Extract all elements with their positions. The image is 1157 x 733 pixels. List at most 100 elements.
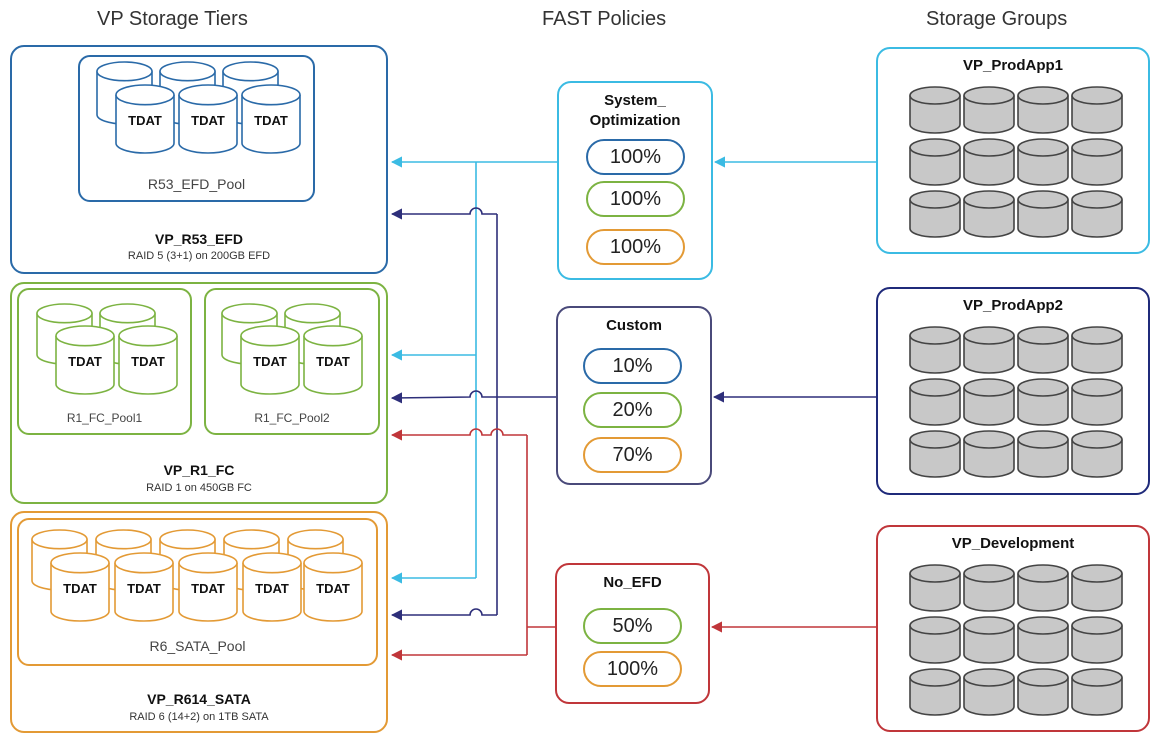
disk-label: TDAT (316, 354, 350, 369)
policy-title-line1: System_ (604, 92, 666, 109)
tdat-disk: TDAT (115, 84, 175, 154)
volume-disk (1017, 326, 1069, 374)
policy-pct-efd: 10% (583, 348, 682, 384)
volume-disk (1071, 378, 1123, 426)
tdat-disk: TDAT (303, 325, 363, 395)
volume-disk (909, 378, 961, 426)
volume-disk (1017, 378, 1069, 426)
policy-pct-fc: 50% (583, 608, 682, 644)
tdat-disk: TDAT (240, 325, 300, 395)
tdat-disk: TDAT (241, 84, 301, 154)
volume-disk (909, 564, 961, 612)
tdat-disk: TDAT (50, 552, 110, 622)
disk-label: TDAT (68, 354, 102, 369)
pool-fc-1-label: R1_FC_Pool1 (66, 411, 143, 425)
tiers-header: VP Storage Tiers (97, 8, 248, 30)
policy-custom: Custom 10% 20% 70% (556, 306, 712, 485)
volume-disk (963, 430, 1015, 478)
policy-pct-sata: 100% (586, 229, 685, 265)
tier-fc-desc: RAID 1 on 450GB FC (146, 482, 252, 494)
policy-no-efd: No_EFD 50% 100% (555, 563, 710, 704)
volume-disk (909, 138, 961, 186)
volume-disk (963, 190, 1015, 238)
tdat-disk: TDAT (55, 325, 115, 395)
volume-disk (1017, 138, 1069, 186)
tier-efd-name: VP_R53_EFD (155, 231, 243, 247)
volume-disk (1071, 564, 1123, 612)
volume-disk (1017, 190, 1069, 238)
volume-disk (963, 616, 1015, 664)
volume-disk (1071, 190, 1123, 238)
disk-label: TDAT (254, 113, 288, 128)
tdat-disk: TDAT (178, 552, 238, 622)
no-efd-links (390, 428, 876, 661)
policy-title-line1: Custom (606, 317, 662, 334)
groups-header: Storage Groups (926, 8, 1068, 30)
tdat-disk: TDAT (114, 552, 174, 622)
storage-group-title: VP_ProdApp2 (962, 297, 1064, 314)
tdat-disk: TDAT (178, 84, 238, 154)
policy-pct-sata: 70% (583, 437, 682, 473)
volume-disk (909, 616, 961, 664)
tdat-disk: TDAT (303, 552, 363, 622)
disk-label: TDAT (253, 354, 287, 369)
policy-pct-fc: 20% (583, 392, 682, 428)
policy-title-line2: Optimization (589, 112, 681, 129)
volume-disk (1017, 668, 1069, 716)
disk-label: TDAT (316, 581, 350, 596)
disk-label: TDAT (128, 113, 162, 128)
tdat-disk: TDAT (118, 325, 178, 395)
volume-disk (1071, 616, 1123, 664)
pool-fc-2-label: R1_FC_Pool2 (254, 411, 330, 425)
pool-fc-2 (204, 288, 380, 435)
volume-disk (909, 326, 961, 374)
policy-pct-sata: 100% (583, 651, 682, 687)
disk-label: TDAT (131, 354, 165, 369)
disk-label: TDAT (63, 581, 97, 596)
tier-efd-desc: RAID 5 (3+1) on 200GB EFD (127, 250, 271, 262)
volume-disk (1071, 138, 1123, 186)
custom-links (390, 207, 876, 621)
volume-disk (1017, 86, 1069, 134)
volume-disk (963, 668, 1015, 716)
volume-disk (909, 190, 961, 238)
tier-sata-desc: RAID 6 (14+2) on 1TB SATA (129, 711, 269, 723)
volume-disk (963, 326, 1015, 374)
disk-label: TDAT (255, 581, 289, 596)
policy-title-line1: No_EFD (603, 574, 662, 591)
pool-sata (17, 518, 378, 666)
tier-sata-name: VP_R614_SATA (147, 691, 251, 707)
volume-disk (963, 86, 1015, 134)
storage-group-title: VP_Development (951, 535, 1075, 552)
volume-disk (909, 430, 961, 478)
volume-disk (963, 138, 1015, 186)
disk-label: TDAT (191, 113, 225, 128)
pool-sata-label: R6_SATA_Pool (149, 638, 246, 654)
volume-disk (1017, 430, 1069, 478)
volume-disk (1017, 616, 1069, 664)
volume-disk (1071, 668, 1123, 716)
disk-label: TDAT (127, 581, 161, 596)
tdat-disk: TDAT (242, 552, 302, 622)
pool-fc-1 (17, 288, 192, 435)
volume-disk (963, 378, 1015, 426)
volume-disk (909, 86, 961, 134)
policy-pct-fc: 100% (586, 181, 685, 217)
pool-efd-label: R53_EFD_Pool (147, 176, 246, 192)
pool-efd (78, 55, 315, 202)
tier-fc-name: VP_R1_FC (163, 462, 235, 478)
system-optimization-links (390, 156, 876, 584)
policy-system-optimization: System_ Optimization 100% 100% 100% (557, 81, 713, 280)
disk-label: TDAT (191, 581, 225, 596)
volume-disk (963, 564, 1015, 612)
volume-disk (909, 668, 961, 716)
volume-disk (1017, 564, 1069, 612)
volume-disk (1071, 326, 1123, 374)
policy-pct-efd: 100% (586, 139, 685, 175)
storage-group-title: VP_ProdApp1 (962, 57, 1064, 74)
volume-disk (1071, 430, 1123, 478)
policies-header: FAST Policies (542, 8, 667, 30)
